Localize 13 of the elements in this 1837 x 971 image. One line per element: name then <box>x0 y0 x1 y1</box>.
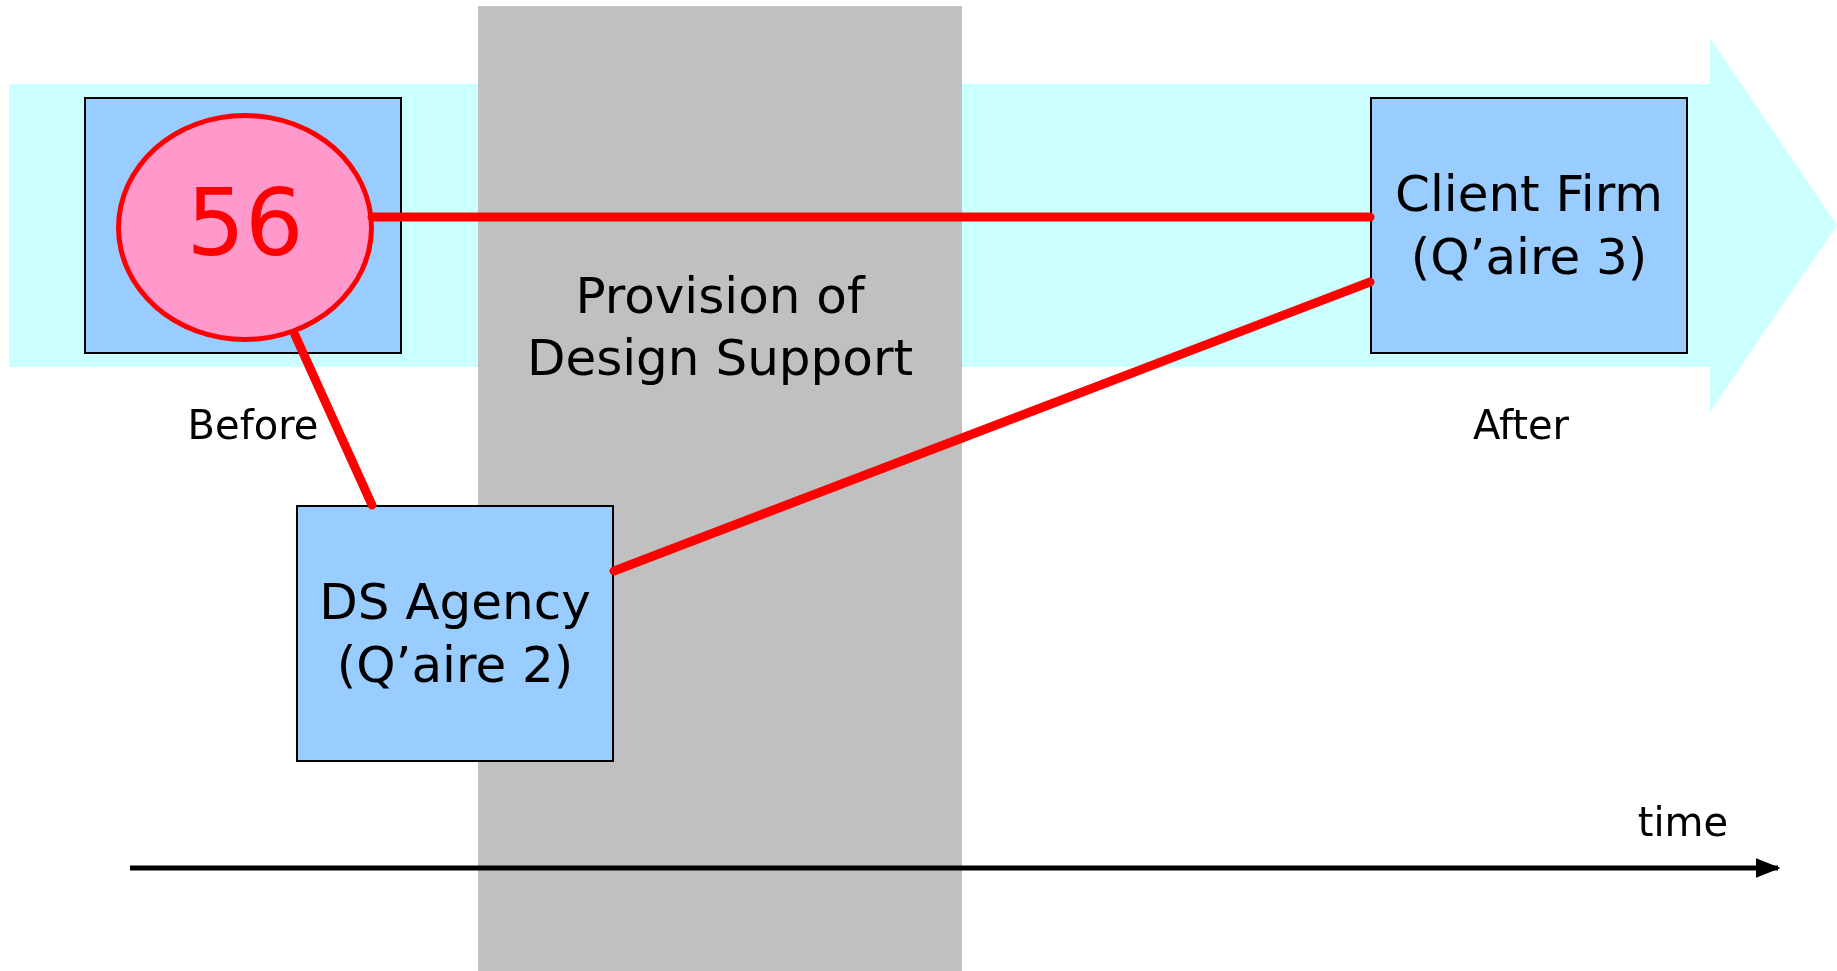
period-label: After <box>1472 402 1570 448</box>
band-title-text: Provision of Design Support <box>525 265 915 389</box>
connector-line <box>609 277 1375 576</box>
node-text: DS Agency (Q’aire 2) <box>318 572 592 696</box>
connector-line <box>290 330 377 510</box>
count-number: 56 <box>186 169 304 279</box>
node-text: Client Firm (Q’aire 3) <box>1393 164 1664 288</box>
process-box <box>1370 97 1688 354</box>
period-label: Before <box>187 402 319 448</box>
connector-line <box>367 212 1375 222</box>
process-box <box>84 97 402 354</box>
process-box <box>296 505 614 762</box>
axis-label: time <box>1637 799 1729 845</box>
